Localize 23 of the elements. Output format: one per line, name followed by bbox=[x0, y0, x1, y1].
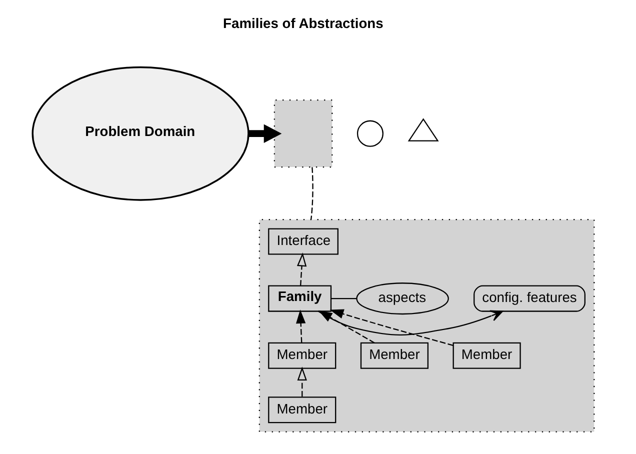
node-box: config. features bbox=[474, 285, 586, 312]
arrow bbox=[248, 124, 282, 143]
arrow bbox=[296, 252, 307, 286]
arrow bbox=[330, 309, 454, 346]
node-box: Member bbox=[268, 396, 336, 424]
label: Families of Abstractions bbox=[223, 15, 384, 32]
node-box bbox=[274, 100, 333, 168]
node-box: Member bbox=[360, 342, 429, 369]
node-circle bbox=[356, 120, 384, 147]
connector bbox=[331, 298, 357, 300]
arrow bbox=[296, 310, 306, 343]
arrow bbox=[297, 366, 307, 397]
node-triangle bbox=[408, 118, 439, 142]
connector bbox=[310, 167, 314, 220]
node-ellipse: Problem Domain bbox=[32, 66, 250, 201]
node-box: Interface bbox=[268, 228, 338, 255]
node-box: Member bbox=[268, 342, 336, 369]
node-ellipse: aspects bbox=[356, 282, 449, 315]
node-box: Family bbox=[268, 285, 332, 312]
node-box: Member bbox=[452, 342, 521, 369]
arrow bbox=[318, 310, 504, 336]
arrow bbox=[318, 310, 375, 344]
cluster bbox=[258, 219, 595, 432]
